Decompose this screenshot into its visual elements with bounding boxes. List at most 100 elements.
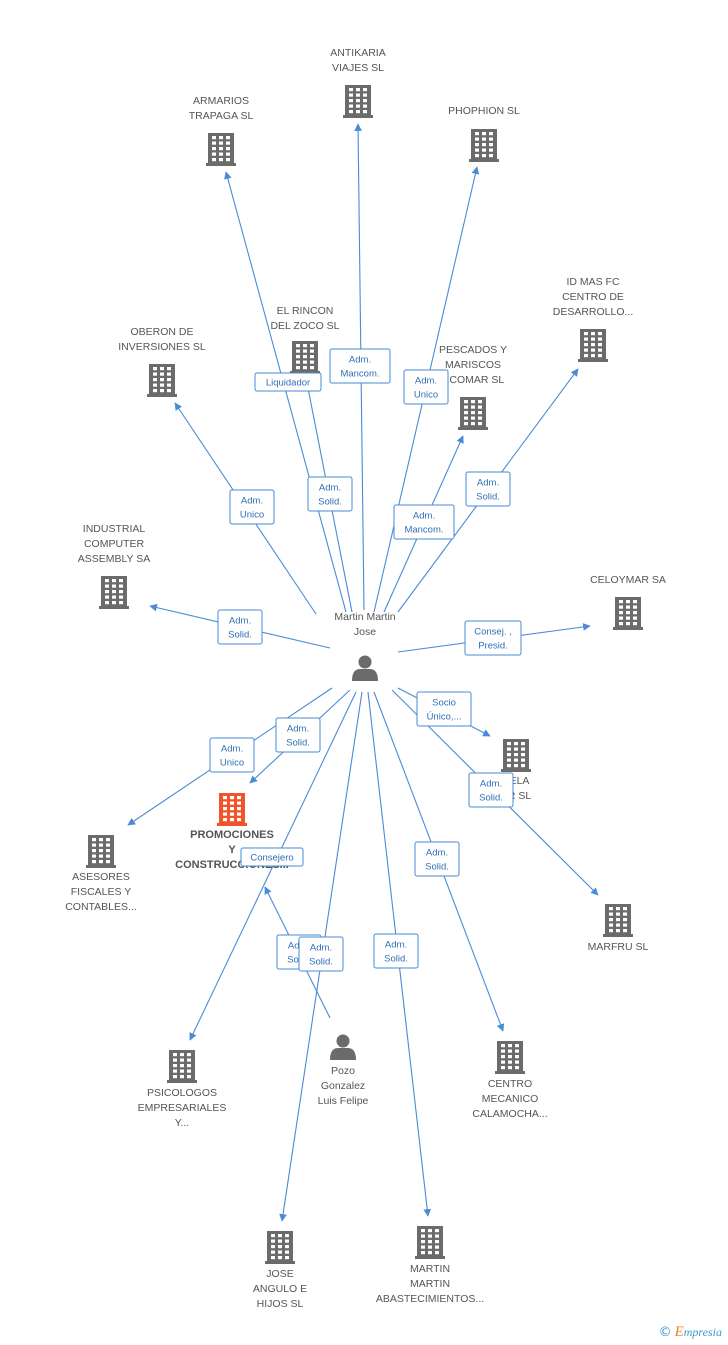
relation-label-text: Adm. [349, 355, 371, 366]
relation-label-box [464, 620, 522, 656]
relation-label-text: Adm. [221, 744, 243, 755]
relation-label-text: Solid. [384, 954, 408, 965]
relation-label-box [465, 471, 511, 507]
node-label-armarios: ARMARIOS [193, 95, 249, 107]
relation-label-text: Consejero [250, 853, 293, 864]
relation-label-martin-vela[interactable]: SocioÚnico,... [416, 691, 472, 727]
relation-label-text: Adm. [477, 478, 499, 489]
relation-label-martin-idmas[interactable]: Adm. Solid. [465, 471, 511, 507]
relation-label-text: Unico [414, 390, 438, 401]
building-icon [458, 397, 488, 430]
building-icon [603, 904, 633, 937]
building-icon [147, 364, 177, 397]
relation-label-text: Socio [432, 698, 456, 709]
node-label-pozo: Gonzalez [321, 1080, 365, 1092]
relation-label-box [468, 772, 514, 808]
relation-label-text: Adm. [385, 940, 407, 951]
brand-initial: E [674, 1324, 684, 1340]
relation-label-martin-promociones[interactable]: Adm. Solid. [275, 717, 321, 753]
node-label-oberon: OBERON DE [130, 326, 193, 338]
relation-label-text: Presid. [478, 641, 508, 652]
relation-label-martin-pescados[interactable]: Adm.Mancom. [393, 504, 455, 540]
relation-label-text: Consej. , [474, 627, 512, 638]
node-label-centro: CALAMOCHA... [472, 1108, 547, 1120]
node-label-pescados: MARISCOS [445, 359, 501, 371]
node-label-asesores: FISCALES Y [71, 886, 132, 898]
node-label-martin: Martin Martin [334, 611, 395, 623]
relation-label-text: Solid. [479, 793, 503, 804]
node-label-antikaria: ANTIKARIA [330, 47, 385, 59]
node-label-centro: CENTRO [488, 1078, 532, 1090]
relation-label-text: Solid. [309, 957, 333, 968]
copyright-symbol: © [658, 1325, 672, 1340]
relation-label-text: Solid. [476, 492, 500, 503]
relation-label-box [240, 847, 304, 867]
building-icon [495, 1041, 525, 1074]
relation-label-text: Unico [220, 758, 244, 769]
relation-label-box [416, 691, 472, 727]
empresia-watermark: ©Empresia [659, 1324, 722, 1341]
relation-label-text: Adm. [426, 848, 448, 859]
building-icon [415, 1226, 445, 1259]
relation-label-text: Solid. [228, 630, 252, 641]
relation-label-martin-antikaria[interactable]: Adm. Mancom. [329, 348, 391, 384]
relation-label-martin-industrial[interactable]: Adm.Solid. [217, 609, 263, 645]
relation-label-text: Solid. [425, 862, 449, 873]
relation-label-text: Mancom. [340, 369, 379, 380]
relation-label-martin-asesores[interactable]: Adm. Unico [209, 737, 255, 773]
company-node-marfru[interactable]: MARFRU SL [588, 904, 649, 953]
relation-label-martin-centro[interactable]: Adm. Solid. [414, 841, 460, 877]
relation-label-martin-elrincon[interactable]: Liquidador [254, 372, 322, 392]
company-node-antikaria[interactable]: ANTIKARIA VIAJES SL [330, 47, 386, 118]
relation-label-martin-celoymar[interactable]: Consej. , Presid. [464, 620, 522, 656]
relation-label-text: Liquidador [266, 378, 310, 389]
person-icon [330, 1034, 356, 1060]
node-label-idmas: DESARROLLO... [553, 306, 634, 318]
company-node-psicologos[interactable]: PSICOLOGOSEMPRESARIALESY... [138, 1050, 227, 1129]
node-label-phophion: PHOPHION SL [448, 105, 520, 117]
relation-label-text: Adm. [480, 779, 502, 790]
relation-label-martin-oberon[interactable]: Adm.Unico [229, 489, 275, 525]
node-label-promociones: PROMOCIONES [190, 829, 274, 841]
building-icon [343, 85, 373, 118]
node-label-psicologos: EMPRESARIALES [138, 1102, 227, 1114]
relation-label-text: Adm. [310, 943, 332, 954]
relation-label-text: Solid. [286, 738, 310, 749]
node-label-pescados: RCOMAR SL [442, 374, 505, 386]
relation-label-martin-abastecimientos[interactable]: Adm. Solid. [373, 933, 419, 969]
company-node-centro[interactable]: CENTROMECANICOCALAMOCHA... [472, 1041, 548, 1120]
relation-label-box [414, 841, 460, 877]
company-node-phophion[interactable]: PHOPHION SL [448, 105, 520, 162]
relation-label-martin-jose[interactable]: Adm. Solid. [298, 936, 344, 972]
node-label-antikaria: VIAJES SL [332, 62, 384, 74]
relation-label-box [298, 936, 344, 972]
relation-label-box [393, 504, 455, 540]
building-icon [99, 576, 129, 609]
node-label-jose: HIJOS SL [257, 1298, 304, 1310]
node-label-industrial: INDUSTRIAL [83, 523, 146, 535]
relation-label-pozo-promociones[interactable]: Consejero [240, 847, 304, 867]
relation-label-martin-armarios[interactable]: Adm.Solid. [307, 476, 353, 512]
relation-label-text: Adm. [413, 511, 435, 522]
company-node-celoymar[interactable]: CELOYMAR SA [590, 574, 666, 630]
relation-label-martin-marfru[interactable]: Adm. Solid. [468, 772, 514, 808]
relation-label-martin-phophion[interactable]: Adm.Unico [403, 369, 449, 405]
company-node-abastecimientos[interactable]: MARTINMARTINABASTECIMIENTOS... [376, 1226, 484, 1305]
node-label-celoymar: CELOYMAR SA [590, 574, 666, 586]
relation-label-text: Solid. [318, 497, 342, 508]
node-label-idmas: ID MAS FC [566, 276, 620, 288]
relation-label-box [217, 609, 263, 645]
relation-label-text: Adm. [287, 724, 309, 735]
relation-label-box [373, 933, 419, 969]
